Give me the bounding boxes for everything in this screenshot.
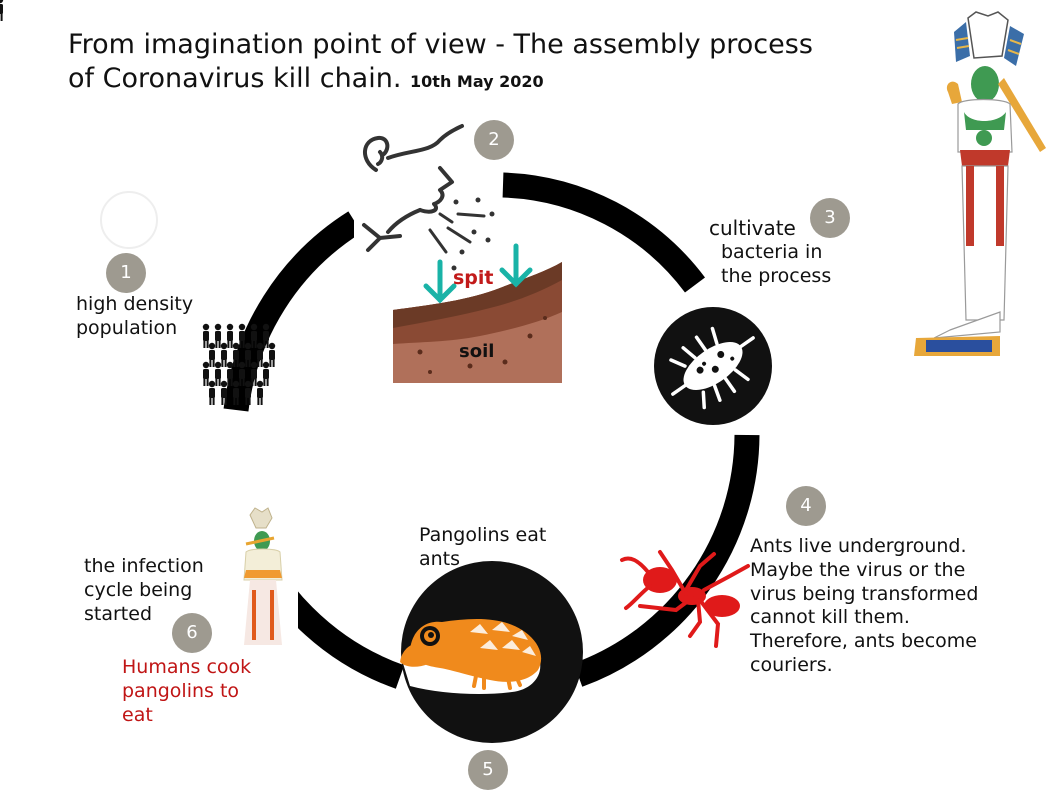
- egyptian-god-icon: [228, 498, 298, 646]
- step-3-label-line-1: cultivate: [709, 216, 796, 240]
- cycle-arc-2-3: [502, 172, 706, 293]
- bacteria-icon: [654, 307, 772, 425]
- cycle-arc-1-2: [223, 211, 362, 412]
- title-line-1: From imagination point of view - The ass…: [68, 29, 813, 60]
- pangolin-icon: [400, 561, 583, 743]
- egyptian-god-figure: [914, 11, 1046, 356]
- soil-label: soil: [459, 341, 495, 362]
- step-4-badge: 4: [786, 486, 826, 526]
- step-6-note: Humans cook pangolins to eat: [122, 656, 252, 726]
- step-4-label: Ants live underground. Maybe the virus o…: [750, 535, 979, 676]
- spray-droplets: [428, 197, 495, 271]
- step-5-label: Pangolins eat ants: [419, 524, 547, 570]
- sprout-icon: [423, 243, 533, 304]
- step-6-label: the infection cycle being started: [84, 555, 204, 625]
- step-2-badge: 2: [474, 120, 514, 160]
- step-1-badge: 1: [106, 253, 146, 293]
- page-title: From imagination point of view - The ass…: [68, 28, 813, 97]
- spit-label: spit: [453, 267, 494, 289]
- step-3-badge: 3: [810, 198, 850, 238]
- crowd-icon: [0, 0, 276, 405]
- step-3-label-line-2: bacteria in the process: [721, 241, 832, 287]
- title-date: 10th May 2020: [410, 72, 544, 92]
- step-6-badge: 6: [172, 613, 212, 653]
- title-line-2: of Coronavirus kill chain.: [68, 63, 402, 95]
- step-5-badge: 5: [468, 750, 508, 790]
- faint-circle: [100, 191, 158, 249]
- ant-icon: [620, 550, 750, 648]
- cycle-arc-4-5: [573, 434, 760, 687]
- step-1-label: high density population: [76, 293, 194, 339]
- spitting-face-icon: [362, 124, 464, 252]
